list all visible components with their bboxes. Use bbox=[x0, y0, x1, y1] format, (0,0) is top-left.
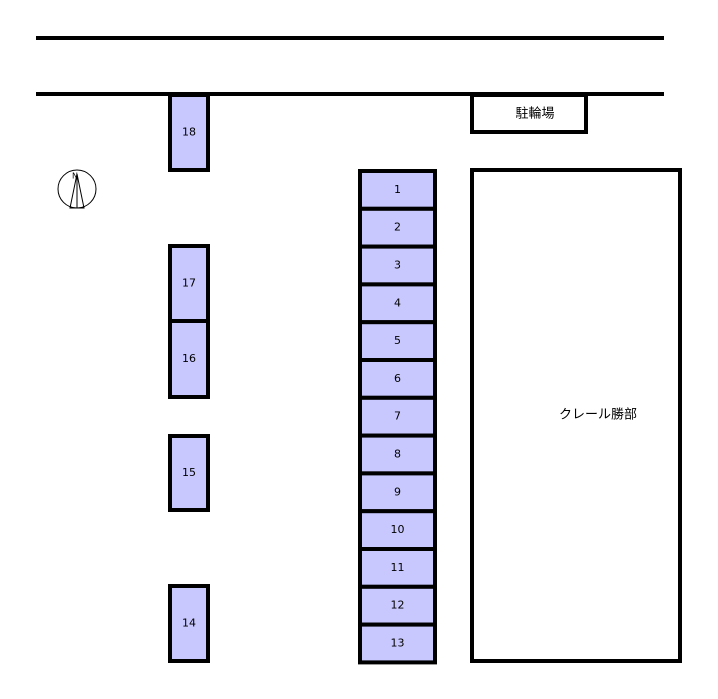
parking-slot-number: 3 bbox=[394, 259, 401, 272]
parking-slot-7: 7 bbox=[358, 395, 437, 438]
parking-slot-number: 5 bbox=[394, 334, 401, 347]
parking-slot-4: 4 bbox=[358, 282, 437, 325]
parking-slot-number: 7 bbox=[394, 410, 401, 423]
parking-slot-8: 8 bbox=[358, 433, 437, 476]
parking-slot-14: 14 bbox=[168, 584, 210, 663]
building: クレール勝部 bbox=[470, 168, 682, 663]
parking-slot-number: 18 bbox=[182, 126, 196, 139]
parking-slot-number: 17 bbox=[182, 277, 196, 290]
parking-slot-9: 9 bbox=[358, 471, 437, 514]
building-label: クレール勝部 bbox=[559, 408, 637, 423]
parking-slot-rect bbox=[358, 320, 437, 363]
parking-slot-2: 2 bbox=[358, 206, 437, 249]
parking-slot-rect bbox=[168, 434, 210, 512]
parking-column-left: 18 17 16 15 14 bbox=[168, 93, 210, 663]
bicycle-parking: 駐輪場 bbox=[470, 93, 588, 134]
parking-slot-rect bbox=[358, 395, 437, 438]
parking-slot-rect bbox=[358, 622, 437, 665]
parking-slot-rect bbox=[168, 93, 210, 172]
parking-slot-number: 6 bbox=[394, 372, 401, 385]
parking-slot-1: 1 bbox=[358, 169, 437, 211]
compass-label: N bbox=[72, 172, 78, 181]
parking-slot-number: 13 bbox=[391, 637, 405, 650]
parking-slot-5: 5 bbox=[358, 320, 437, 363]
parking-slot-number: 1 bbox=[394, 183, 401, 196]
parking-slot-10: 10 bbox=[358, 509, 437, 552]
parking-slot-number: 16 bbox=[182, 352, 196, 365]
parking-slot-12: 12 bbox=[358, 584, 437, 627]
parking-slot-6: 6 bbox=[358, 358, 437, 400]
parking-slot-15: 15 bbox=[168, 434, 210, 512]
parking-slot-number: 14 bbox=[182, 617, 196, 630]
parking-slot-rect bbox=[168, 584, 210, 663]
parking-slot-rect bbox=[358, 169, 437, 211]
parking-slot-number: 15 bbox=[182, 466, 196, 479]
bicycle-parking-label: 駐輪場 bbox=[515, 106, 554, 122]
parking-slot-11: 11 bbox=[358, 547, 437, 589]
parking-slot-rect bbox=[358, 244, 437, 287]
parking-slot-number: 8 bbox=[394, 448, 401, 461]
parking-slot-17: 17 bbox=[168, 244, 210, 323]
parking-slot-number: 4 bbox=[394, 296, 401, 309]
parking-slot-number: 10 bbox=[391, 523, 405, 536]
parking-slot-18: 18 bbox=[168, 93, 210, 172]
parking-slot-number: 9 bbox=[394, 485, 401, 498]
parking-slot-number: 11 bbox=[391, 561, 405, 574]
north-arrow-icon: N bbox=[57, 169, 97, 209]
parking-slot-number: 2 bbox=[394, 221, 401, 234]
parking-slot-number: 12 bbox=[391, 599, 405, 612]
parking-slot-3: 3 bbox=[358, 244, 437, 287]
parking-slot-rect bbox=[168, 319, 210, 399]
parking-slot-13: 13 bbox=[358, 622, 437, 665]
parking-slot-16: 16 bbox=[168, 319, 210, 399]
